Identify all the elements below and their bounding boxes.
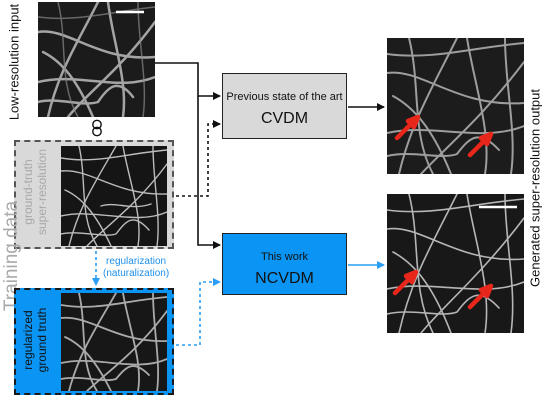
ncvdm-output-image <box>387 194 524 333</box>
microscopy-texture <box>38 2 155 117</box>
input-to-ncvdm-arrow <box>197 96 221 249</box>
chain-link-icon <box>90 119 104 137</box>
ground-truth-to-cvdm-arrow <box>176 120 221 197</box>
regularization-label-line1: regularization <box>106 256 167 267</box>
red-arrow-icon <box>467 131 494 158</box>
cvdm-output-image <box>387 38 524 174</box>
cvdm-subtitle: Previous state of the art <box>226 91 343 103</box>
low-resolution-input-image <box>38 2 155 117</box>
red-arrow-icon <box>392 269 419 296</box>
ncvdm-title: NCVDM <box>255 270 314 287</box>
regularized-ground-truth-image <box>61 293 167 391</box>
red-arrow-icon <box>467 283 494 310</box>
cvdm-title: CVDM <box>260 110 309 127</box>
red-arrow-icon <box>394 114 421 141</box>
input-to-cvdm-arrow <box>155 62 221 100</box>
cvdm-model-box: Previous state of the art CVDM <box>222 73 347 139</box>
ground-truth-image <box>61 146 167 246</box>
ncvdm-model-box: This work NCVDM <box>222 233 347 295</box>
regularization-label-line2: (naturalization) <box>103 268 170 279</box>
ncvdm-subtitle: This work <box>260 251 309 263</box>
regularization-label: regularization (naturalization) <box>103 256 169 280</box>
regularized-to-ncvdm-arrow <box>176 278 221 346</box>
